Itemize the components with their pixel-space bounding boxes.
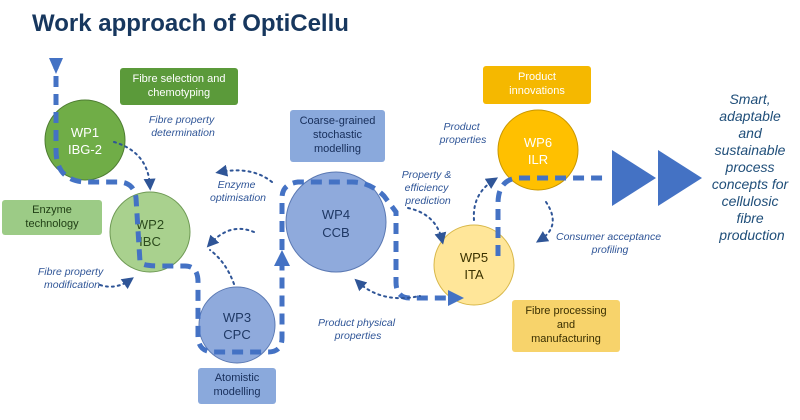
outcome-text: Smart, adaptable and sustainable process… — [712, 91, 792, 243]
note-product-physical-properties: Product physical properties — [318, 317, 398, 342]
workflow-mid-path — [279, 179, 450, 301]
dotted-arrow-enzyme-wp2 — [206, 228, 255, 248]
wp6-partner: ILR — [528, 152, 548, 167]
wp5-partner: ITA — [464, 267, 484, 282]
wp6-id: WP6 — [524, 135, 552, 150]
wp1-partner: IBG-2 — [68, 142, 102, 157]
wp1-node: WP1 IBG-2 — [44, 99, 126, 181]
workflow-main-path — [53, 58, 285, 355]
workflow-main-arrow-in — [49, 58, 63, 74]
dotted-arrow-wp1-wp2 — [113, 141, 156, 191]
wp4-id: WP4 — [322, 207, 350, 222]
workflow-end-path — [495, 175, 604, 256]
wp4-node: WP4 CCB — [285, 171, 387, 273]
wp2-partner: IBC — [139, 234, 161, 249]
note-consumer-acceptance: Consumer acceptance profiling — [556, 231, 664, 256]
wp4-partner: CCB — [322, 225, 349, 240]
dotted-arrow-consumer — [535, 201, 554, 243]
workflow-up-arrow — [274, 250, 290, 266]
wp5-id: WP5 — [460, 250, 488, 265]
wp3-node: WP3 CPC — [198, 286, 276, 364]
outcome-arrowhead-2 — [658, 150, 702, 206]
page-title: Work approach of OptiCellu — [32, 10, 349, 37]
enzyme-technology-box: Enzyme technology — [2, 200, 102, 235]
wp3-partner: CPC — [223, 327, 250, 342]
outcome-arrowhead-1 — [612, 150, 656, 206]
wp6-node: WP6 ILR — [497, 109, 579, 191]
wp2-node: WP2 IBC — [109, 191, 191, 273]
note-product-properties: Product properties — [439, 121, 487, 146]
product-innovations-box: Product innovations — [483, 66, 591, 104]
dotted-arrow-modification — [99, 277, 134, 290]
note-fibre-property-modification: Fibre property modification — [38, 266, 106, 291]
fibre-processing-box: Fibre processing and manufacturing — [512, 300, 620, 352]
note-enzyme-optimisation: Enzyme optimisation — [210, 179, 266, 204]
dotted-arrow-physical — [354, 278, 421, 300]
workflow-mid-arrow — [448, 290, 464, 306]
dotted-arrow-wp4-enzyme — [215, 164, 273, 183]
wp5-node: WP5 ITA — [433, 224, 515, 306]
wp3-id: WP3 — [223, 310, 251, 325]
atomistic-modelling-box: Atomistic modelling — [198, 368, 276, 404]
coarse-grained-modelling-box: Coarse-grained stochastic modelling — [290, 110, 385, 162]
note-fibre-property-determination: Fibre property determination — [149, 114, 217, 139]
fibre-selection-box: Fibre selection and chemotyping — [120, 68, 238, 105]
dotted-arrow-wp3-up — [209, 249, 235, 285]
dotted-arrow-product-props — [472, 177, 499, 221]
dotted-arrow-property — [407, 207, 447, 245]
note-property-efficiency-prediction: Property & efficiency prediction — [402, 169, 455, 207]
wp1-id: WP1 — [71, 125, 99, 140]
wp2-id: WP2 — [136, 217, 164, 232]
